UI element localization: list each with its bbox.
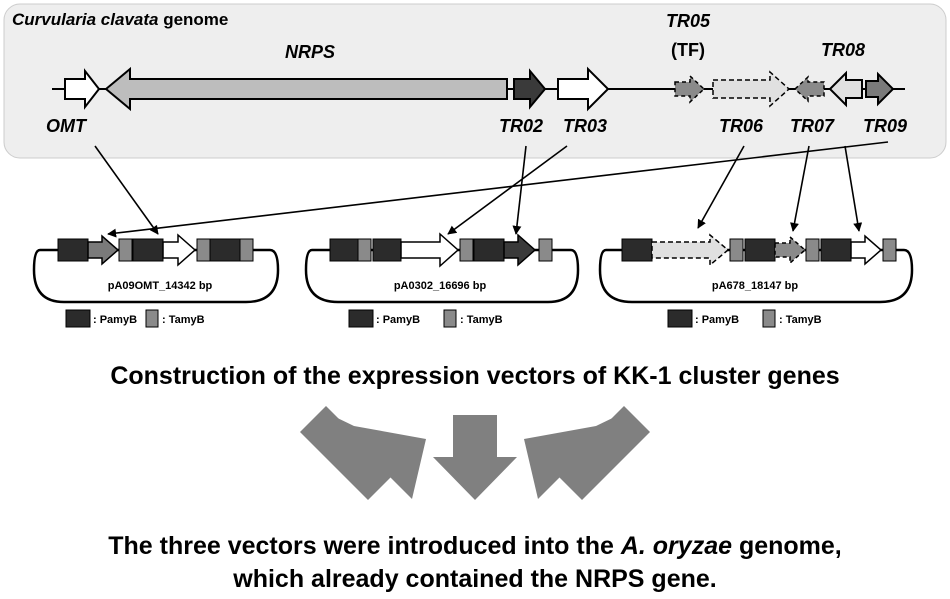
tamyb-block [196,238,211,262]
legend-tamyb-swatch [762,309,776,328]
legend-tamyb-swatch [145,309,159,328]
legend-pamyb-swatch [667,309,693,328]
omt-label: OMT [46,116,88,136]
omt-insert-arrow [162,233,197,267]
tr07-insert-arrow [774,235,807,265]
tr07-label: TR07 [790,116,835,136]
legend-pamyb-swatch [65,309,91,328]
tamyb-block [538,238,553,262]
pamyb-block [209,238,241,262]
plasmid-3: pA678_18147 bp : PamyB : TamyB [598,233,914,328]
flow-arrow-right-body [556,406,650,500]
tr06-label: TR06 [719,116,764,136]
tamyb-block [882,238,897,262]
tr09-insert-arrow [87,234,120,266]
nrps-label: NRPS [285,42,335,62]
tamyb-block [805,238,820,262]
plasmid-3-ring [598,248,914,304]
omt-gene-arrow [64,68,101,110]
tr03-insert-arrow [400,232,460,268]
legend-pamyb-text: : PamyB [376,314,420,326]
tr06-gene-arrow [712,70,791,108]
pamyb-block [132,238,164,262]
tr02-insert-arrow [503,233,537,267]
plasmid-3-label: pA678_18147 bp [712,280,798,292]
legend-pamyb-swatch [348,309,374,328]
tr02-to-plasmid2-arrow [512,145,527,235]
tamyb-block [118,238,133,262]
legend-pamyb-text: : PamyB [93,314,137,326]
conclusion-line2: which already contained the NRPS gene. [233,565,717,593]
tr08-gene-arrow [828,70,863,108]
tr09-label: TR09 [863,116,907,136]
tamyb-block [729,238,744,262]
tr09-gene-arrow [865,71,895,107]
legend-tamyb-swatch [443,309,457,328]
plasmid-1-label: pA09OMT_14342 bp [108,280,213,292]
pamyb-block [820,238,852,262]
pamyb-block [473,238,505,262]
pamyb-block [57,238,89,262]
tr08-label: TR08 [821,40,865,60]
legend-pamyb-text: : PamyB [695,314,739,326]
plasmid-2-label: pA0302_16696 bp [394,280,487,292]
legend-tamyb-text: : TamyB [162,314,205,326]
construction-heading: Construction of the expression vectors o… [110,362,840,390]
flow-arrow-left-body [300,406,394,500]
tr05-note: (TF) [671,40,705,60]
tr07-gene-arrow [793,75,825,103]
flow-arrow-right [524,412,625,499]
legend-tamyb-text: : TamyB [779,314,822,326]
conclusion-species: A. oryzae [620,532,733,560]
tr09-insert-arrow [850,234,883,266]
tamyb-block [239,238,254,262]
omt-to-plasmid1-arrow [94,145,159,235]
pamyb-block [372,238,402,262]
tamyb-block [357,238,372,262]
plasmid-1: pA09OMT_14342 bp : PamyB : TamyB [32,233,280,328]
pamyb-block [744,238,776,262]
plasmid-2: pA0302_16696 bp : PamyB : TamyB [304,232,580,328]
tr06-to-plasmid3-arrow [697,145,745,229]
nrps-gene-arrow [104,66,508,112]
genome-title: Curvularia clavata genome [12,10,228,29]
tr03-gene-arrow [557,66,610,112]
flow-arrow-center [433,415,517,500]
pamyb-block [621,238,653,262]
plasmid-1-ring [32,248,280,304]
tr07-to-plasmid3-arrow [790,145,810,232]
tr06-insert-arrow [651,233,730,267]
tr02-gene-arrow [513,68,547,110]
conclusion-part2: genome, [732,532,842,560]
tr03-label: TR03 [563,116,607,136]
legend-tamyb-text: : TamyB [460,314,503,326]
tr09-to-plasmid3-arrow [844,145,863,232]
tr02-label: TR02 [499,116,543,136]
tr05-gene-arrow [674,74,706,104]
conclusion-text: The three vectors were introduced into t… [0,530,950,596]
plasmid-2-ring [304,248,580,304]
tr05-label: TR05 [666,11,711,31]
conclusion-part1: The three vectors were introduced into t… [108,532,621,560]
tr09-to-plasmid1-arrow [107,141,889,238]
tr03-to-plasmid2-arrow [447,145,568,235]
tamyb-block [459,238,474,262]
pamyb-block [329,238,359,262]
